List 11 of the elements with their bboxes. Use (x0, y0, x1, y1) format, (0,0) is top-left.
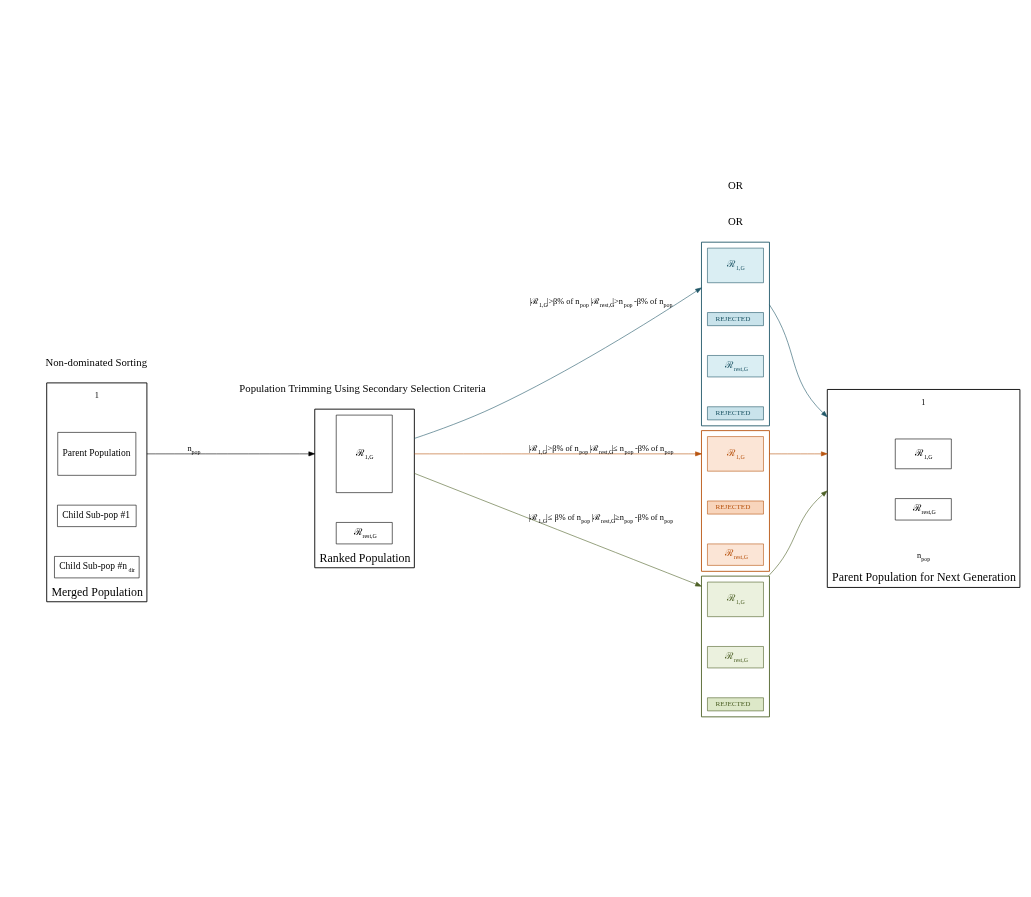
node-label: n$_{pop}$ (917, 551, 931, 563)
label: OR (728, 178, 743, 191)
edge-label: |ℛ$_{1,G}$|>β% of n$_{pop}$ |ℛ$_{rest,G}$|>n$_{pop}$ -β% of n$_{pop}$ (529, 296, 673, 308)
label: Non-dominated Sorting (45, 355, 148, 368)
edge-label: |ℛ$_{1,G}$|≤ β% of n$_{pop}$ |ℛ$_{rest,G}$|≥n$_{pop}$ -β% of n$_{pop}$ (528, 512, 674, 524)
edge-label: |ℛ$_{1,G}$|>β% of n$_{pop}$ |ℛ$_{rest,G}$|≤ n$_{pop}$ -β% of n$_{pop}$ (528, 444, 674, 455)
label: OR (728, 215, 743, 228)
edge-label: n$_{pop}$ (187, 444, 201, 455)
node-label: 1 (94, 391, 99, 401)
node-label: 1 (921, 397, 926, 407)
label: Population Trimming Using Secondary Selection Criteria (239, 382, 486, 395)
